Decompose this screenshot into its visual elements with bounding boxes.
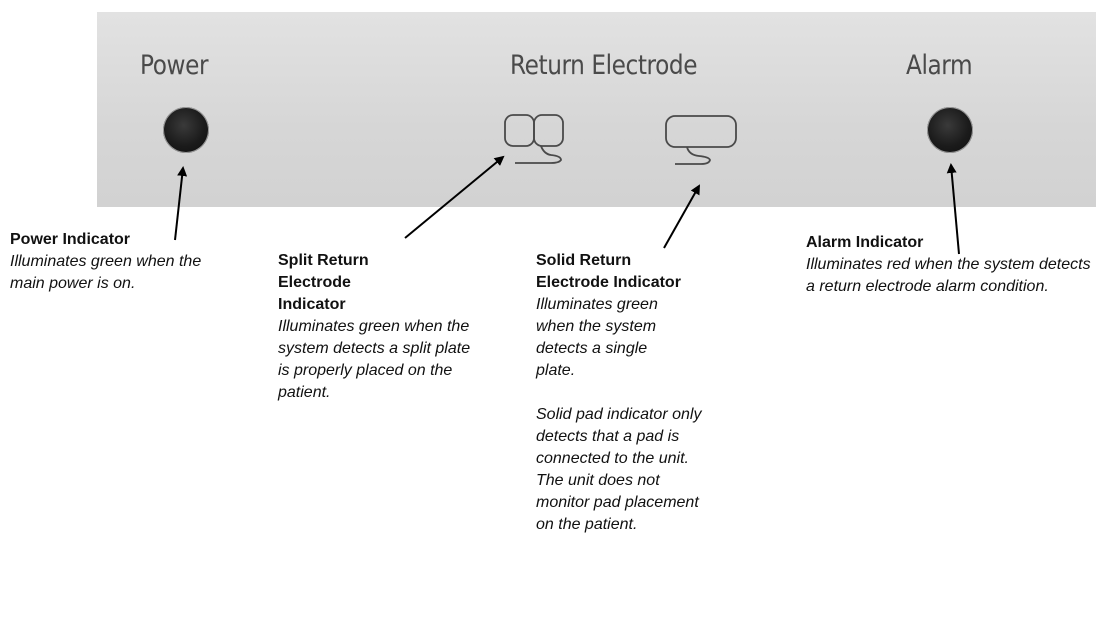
alarm-label: Alarm <box>906 50 973 81</box>
front-panel: Power Return Electrode Alarm <box>97 12 1096 207</box>
split-callout-title: Split Return Electrode Indicator <box>278 252 369 313</box>
alarm-callout: Alarm Indicator Illuminates red when the… <box>806 232 1092 298</box>
solid-callout-note: Solid pad indicator only detects that a … <box>536 406 702 533</box>
alarm-callout-desc: Illuminates red when the system detects … <box>806 256 1091 295</box>
split-return-electrode-icon <box>504 114 564 164</box>
solid-callout-title: Solid Return Electrode Indicator <box>536 252 681 291</box>
split-callout: Split Return Electrode Indicator Illumin… <box>278 250 478 404</box>
return-electrode-label: Return Electrode <box>510 50 698 81</box>
solid-return-electrode-icon <box>665 115 737 165</box>
power-label: Power <box>140 50 209 81</box>
power-callout-desc: Illuminates green when the main power is… <box>10 253 202 292</box>
power-indicator-light <box>163 107 209 153</box>
power-callout-title: Power Indicator <box>10 231 131 248</box>
split-callout-desc: Illuminates green when the system detect… <box>278 318 471 401</box>
power-callout: Power Indicator Illuminates green when t… <box>10 229 230 295</box>
solid-callout: Solid Return Electrode Indicator Illumin… <box>536 250 714 536</box>
solid-callout-desc: Illuminates green when the system detect… <box>536 296 658 379</box>
alarm-indicator-light <box>927 107 973 153</box>
alarm-callout-title: Alarm Indicator <box>806 234 924 251</box>
